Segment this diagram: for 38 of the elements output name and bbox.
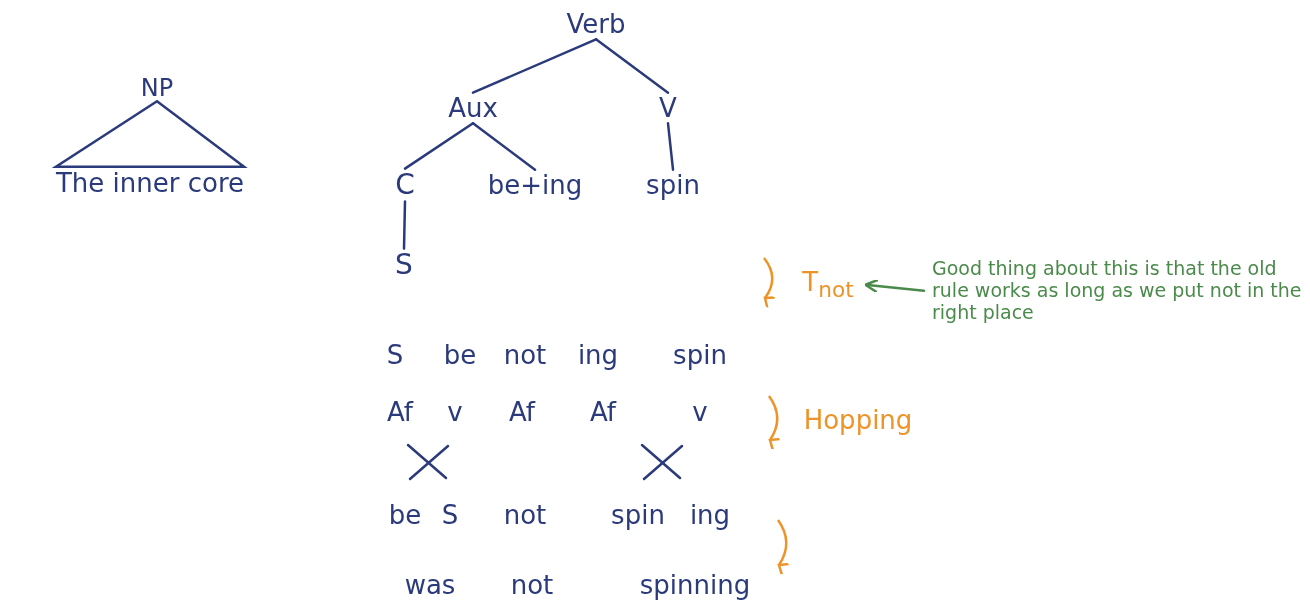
rule-name: T$_{not}$ [802,268,854,302]
morpheme-label: was [404,570,456,600]
tree-label: NP [140,74,174,102]
tree-label: Aux [448,93,498,123]
morpheme-label: S [386,340,404,370]
triangle-roof [51,99,248,168]
tree-branch [666,122,675,171]
morpheme-label: ing [689,500,731,530]
tree-branch [471,38,598,94]
tree-branch [403,122,475,170]
morpheme-label: not [503,500,547,530]
tree-branch [471,122,537,171]
morpheme-label: v [692,397,708,427]
morpheme-label: spinning [639,570,751,600]
morpheme-label: be [443,340,477,370]
rule-name: Hopping [803,405,913,435]
tree-label: The inner core [55,168,245,198]
morpheme-label: be [388,500,422,530]
morpheme-label: ing [577,340,619,370]
arrow [863,278,926,294]
tree-label: Verb [566,9,626,39]
morpheme-label: S [441,500,459,530]
tree-label: S [395,249,413,281]
tree-branch [594,38,670,94]
morpheme-label: not [510,570,554,600]
morpheme-label: Af [509,397,535,427]
tree-label: C [395,169,415,201]
note-text: Good thing about this is that the old rule works as long as we put not in the right place [932,258,1302,324]
tree-label: be+ing [487,170,583,200]
morpheme-label: Af [590,397,616,427]
morpheme-label: Af [387,397,413,427]
tree-label: V [659,93,677,123]
morpheme-label: spin [673,340,727,370]
morpheme-label: v [447,397,463,427]
tree-label: spin [646,170,700,200]
tree-branch [402,200,407,250]
morpheme-label: not [503,340,547,370]
morpheme-label: spin [611,500,665,530]
